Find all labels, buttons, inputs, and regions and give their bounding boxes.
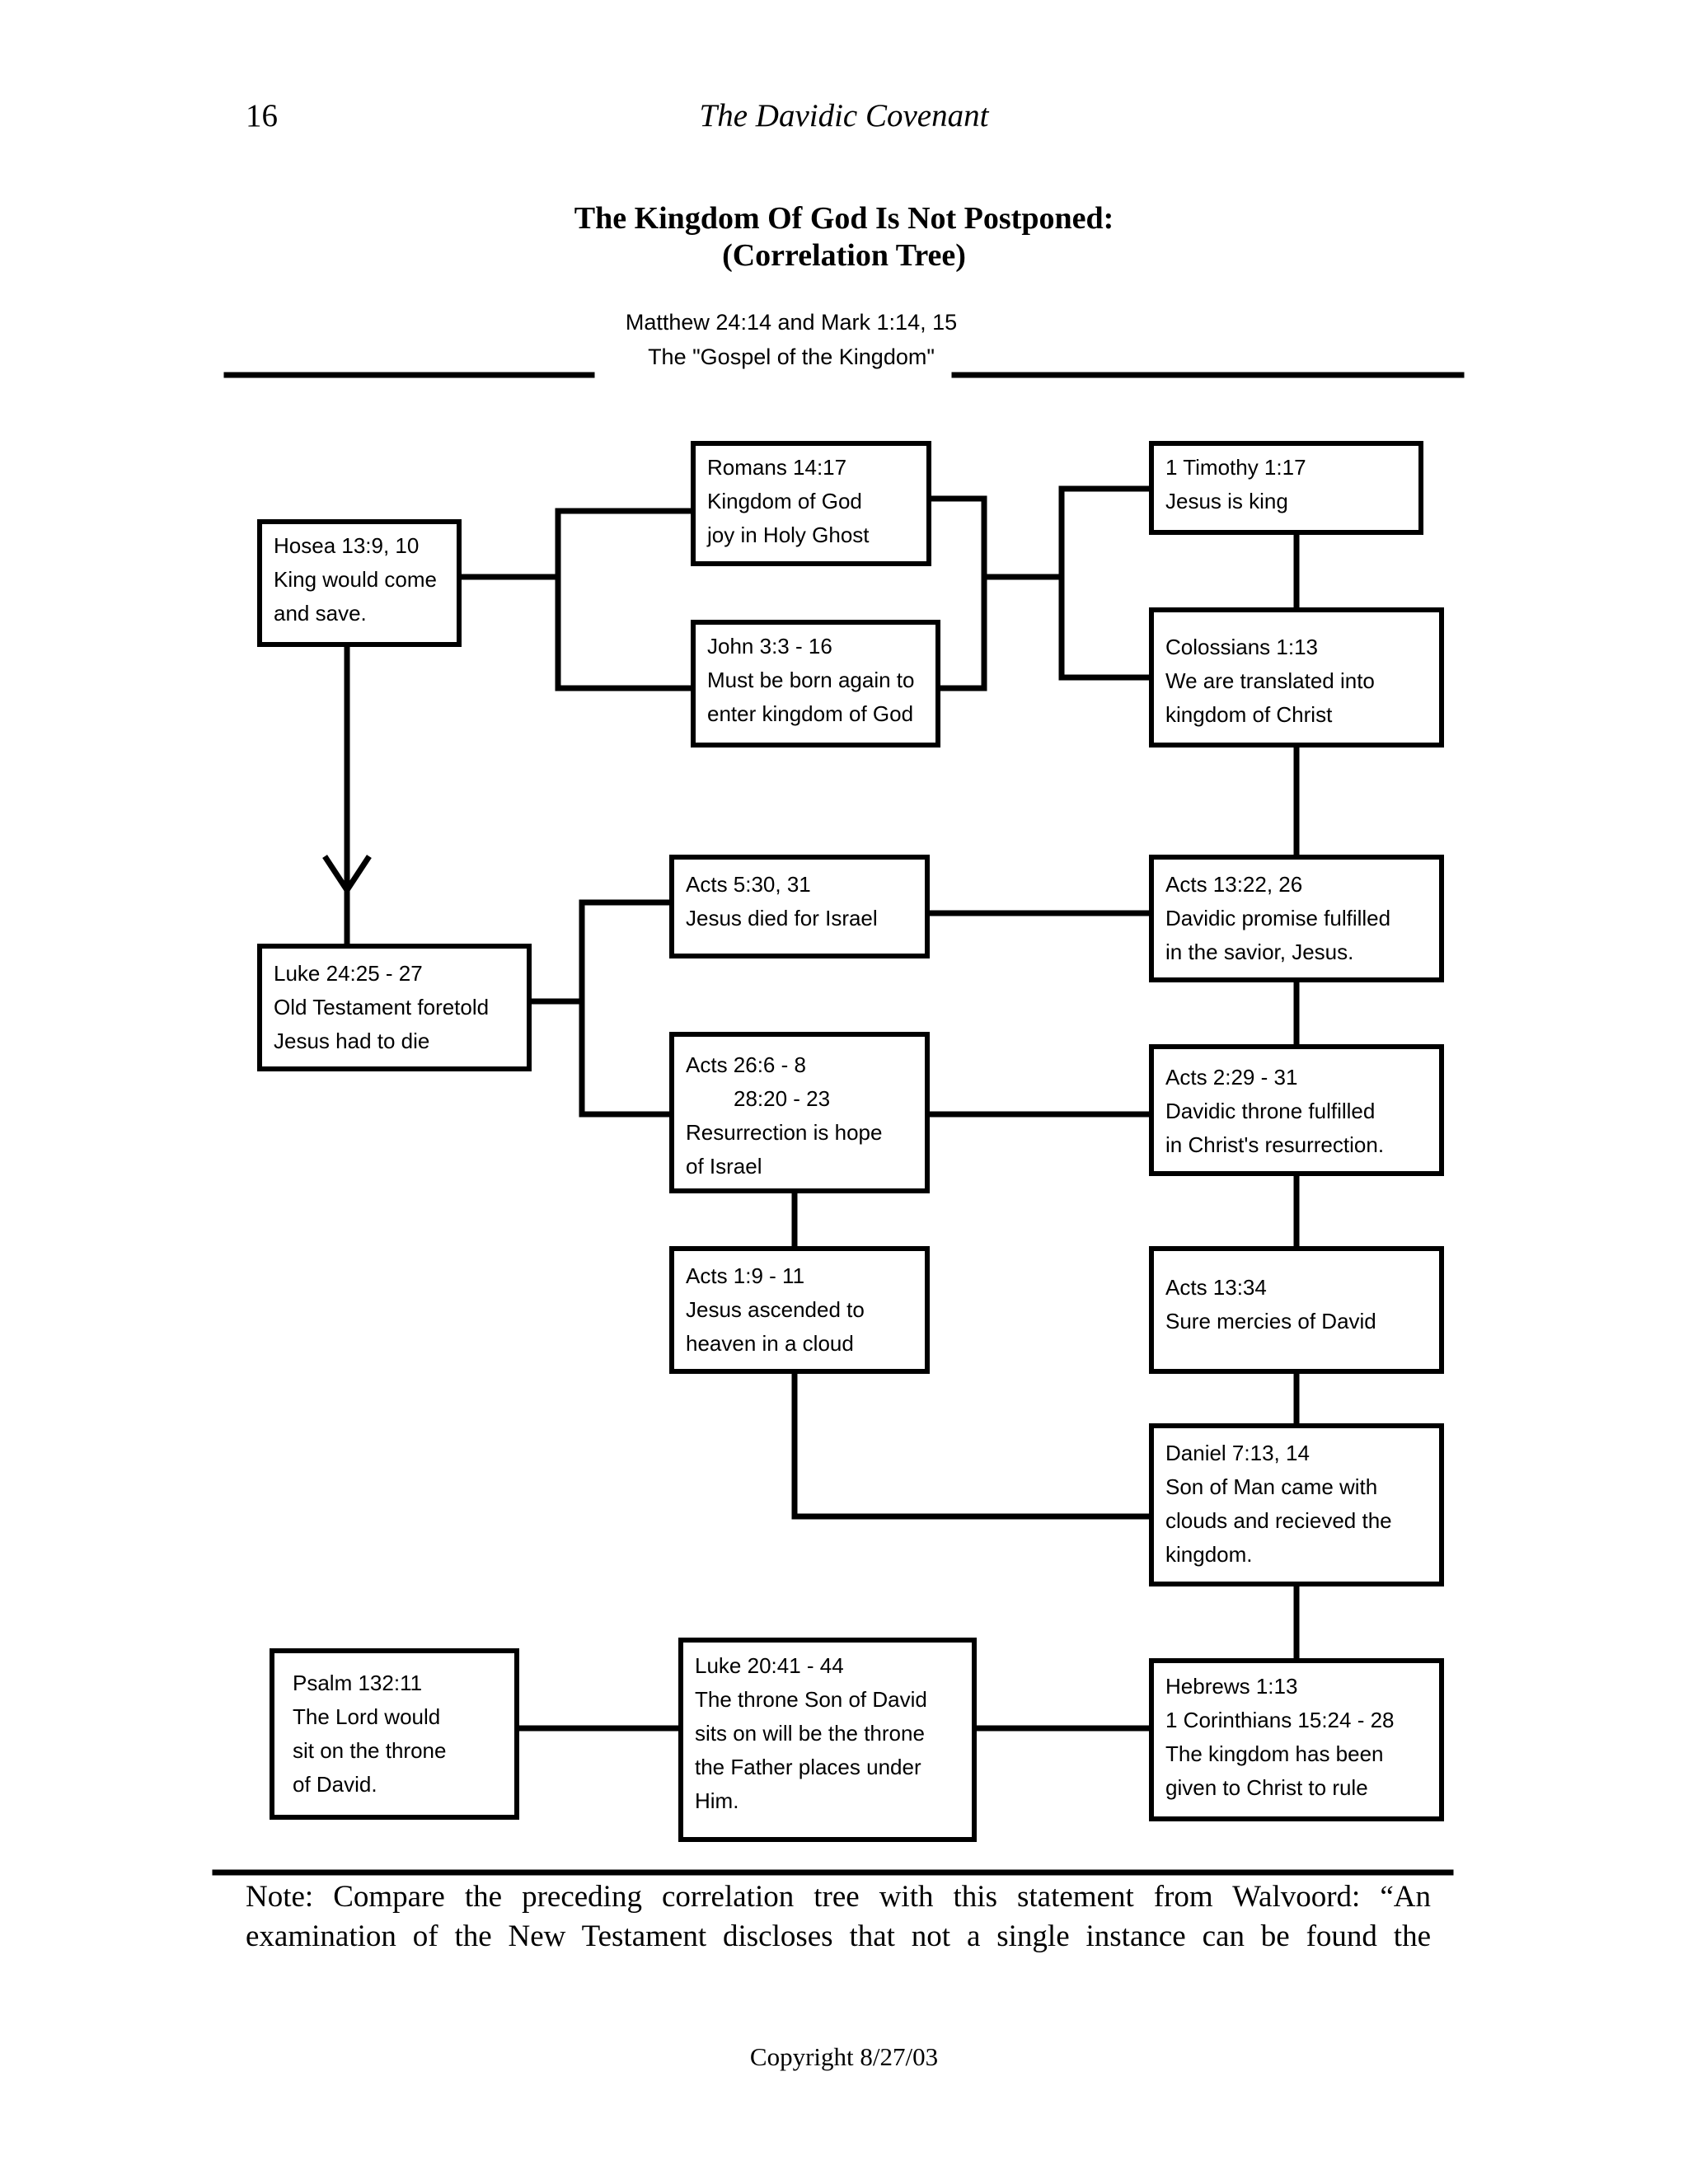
- arrow-head-icon: [322, 855, 372, 896]
- box-hosea-text: King would come: [274, 567, 437, 592]
- box-luke-24-ref: Luke 24:25 - 27: [274, 961, 423, 986]
- box-timothy: 1 Timothy 1:17 Jesus is king: [1149, 441, 1423, 535]
- page-subtitle: (Correlation Tree): [722, 238, 966, 273]
- box-daniel: Daniel 7:13, 14 Son of Man came with clo…: [1149, 1423, 1444, 1586]
- box-romans-text: joy in Holy Ghost: [707, 523, 870, 547]
- page-number: 16: [246, 98, 278, 134]
- box-acts-26-ref: 28:20 - 23: [734, 1086, 831, 1111]
- box-colossians-ref: Colossians 1:13: [1165, 635, 1318, 659]
- bracket-romans-john: [555, 508, 696, 691]
- box-acts-13-34: Acts 13:34 Sure mercies of David: [1149, 1246, 1444, 1374]
- box-acts-5-ref: Acts 5:30, 31: [686, 872, 811, 897]
- box-daniel-text: Son of Man came with: [1165, 1474, 1378, 1499]
- box-john-text: Must be born again to: [707, 668, 915, 692]
- box-psalm-text: of David.: [293, 1772, 377, 1797]
- box-acts-1-text: Jesus ascended to: [686, 1297, 865, 1322]
- box-acts-13-22-text: in the savior, Jesus.: [1165, 940, 1354, 964]
- box-hosea: Hosea 13:9, 10 King would come and save.: [257, 519, 462, 647]
- box-colossians-text: kingdom of Christ: [1165, 702, 1333, 727]
- box-colossians: Colossians 1:13 We are translated into k…: [1149, 607, 1444, 748]
- box-luke-24-text: Jesus had to die: [274, 1029, 430, 1053]
- box-acts-2-text: Davidic throne fulfilled: [1165, 1099, 1376, 1123]
- box-john-text: enter kingdom of God: [707, 701, 914, 726]
- gospel-caption: The "Gospel of the Kingdom": [648, 344, 935, 369]
- box-acts-26-text: Resurrection is hope: [686, 1120, 883, 1145]
- box-romans-ref: Romans 14:17: [707, 455, 847, 480]
- box-acts-13-22-ref: Acts 13:22, 26: [1165, 872, 1303, 897]
- box-daniel-ref: Daniel 7:13, 14: [1165, 1441, 1310, 1465]
- box-luke-20-ref: Luke 20:41 - 44: [695, 1653, 844, 1678]
- box-daniel-text: clouds and recieved the: [1165, 1508, 1392, 1533]
- box-psalm-text: The Lord would: [293, 1704, 441, 1729]
- box-timothy-ref: 1 Timothy 1:17: [1165, 455, 1306, 480]
- box-acts-1: Acts 1:9 - 11 Jesus ascended to heaven i…: [669, 1246, 930, 1374]
- gospel-reference: Matthew 24:14 and Mark 1:14, 15: [625, 310, 958, 335]
- box-acts-2-ref: Acts 2:29 - 31: [1165, 1065, 1298, 1090]
- box-romans-text: Kingdom of God: [707, 489, 862, 513]
- box-daniel-text: kingdom.: [1165, 1542, 1253, 1567]
- note-line: Note: Compare the preceding correlation …: [246, 1880, 1431, 1914]
- box-hebrews-ref: 1 Corinthians 15:24 - 28: [1165, 1708, 1395, 1732]
- box-hebrews: Hebrews 1:13 1 Corinthians 15:24 - 28 Th…: [1149, 1658, 1444, 1821]
- box-romans: Romans 14:17 Kingdom of God joy in Holy …: [691, 441, 931, 566]
- box-luke-20-text: The throne Son of David: [695, 1687, 927, 1712]
- box-hebrews-ref: Hebrews 1:13: [1165, 1674, 1298, 1699]
- box-john: John 3:3 - 16 Must be born again to ente…: [691, 620, 940, 748]
- box-luke-20-text: the Father places under: [695, 1755, 921, 1779]
- bracket-romans-john-right: [924, 495, 987, 691]
- box-acts-26-ref: Acts 26:6 - 8: [686, 1052, 806, 1077]
- bracket-timothy-colossians: [1058, 485, 1154, 681]
- connector-acts1-daniel: [791, 1369, 1154, 1520]
- box-acts-5-text: Jesus died for Israel: [686, 906, 878, 930]
- note-line: examination of the New Testament disclos…: [246, 1919, 1431, 1953]
- box-john-ref: John 3:3 - 16: [707, 634, 832, 658]
- running-title: The Davidic Covenant: [699, 98, 989, 134]
- box-hebrews-text: The kingdom has been: [1165, 1741, 1384, 1766]
- box-luke-24: Luke 24:25 - 27 Old Testament foretold J…: [257, 944, 532, 1071]
- box-psalm-ref: Psalm 132:11: [293, 1671, 423, 1695]
- copyright: Copyright 8/27/03: [749, 2042, 939, 2071]
- box-psalm: Psalm 132:11 The Lord would sit on the t…: [270, 1648, 519, 1820]
- box-acts-2-text: in Christ's resurrection.: [1165, 1132, 1385, 1157]
- box-luke-20-text: sits on will be the throne: [695, 1721, 925, 1746]
- box-timothy-text: Jesus is king: [1165, 489, 1288, 513]
- box-hosea-text: and save.: [274, 601, 367, 626]
- box-luke-20-text: Him.: [695, 1788, 739, 1813]
- box-psalm-text: sit on the throne: [293, 1738, 447, 1763]
- box-acts-26: Acts 26:6 - 8 28:20 - 23 Resurrection is…: [669, 1032, 930, 1193]
- box-acts-2: Acts 2:29 - 31 Davidic throne fulfilled …: [1149, 1044, 1444, 1176]
- box-acts-13-22: Acts 13:22, 26 Davidic promise fulfilled…: [1149, 855, 1444, 982]
- box-luke-20: Luke 20:41 - 44 The throne Son of David …: [678, 1638, 977, 1842]
- box-hosea-ref: Hosea 13:9, 10: [274, 533, 420, 558]
- box-acts-1-text: heaven in a cloud: [686, 1331, 854, 1356]
- box-acts-26-text: of Israel: [686, 1154, 762, 1179]
- box-colossians-text: We are translated into: [1165, 668, 1375, 693]
- box-acts-13-34-text: Sure mercies of David: [1165, 1309, 1376, 1333]
- box-hebrews-text: given to Christ to rule: [1165, 1775, 1368, 1800]
- box-acts-13-22-text: Davidic promise fulfilled: [1165, 906, 1391, 930]
- note-paragraph: Note: Compare the preceding correlation …: [246, 1877, 1431, 1957]
- box-acts-5: Acts 5:30, 31 Jesus died for Israel: [669, 855, 930, 958]
- box-luke-24-text: Old Testament foretold: [274, 995, 490, 1019]
- bracket-acts5-acts26: [579, 899, 675, 1118]
- box-acts-1-ref: Acts 1:9 - 11: [686, 1263, 805, 1288]
- page-title: The Kingdom Of God Is Not Postponed:: [574, 201, 1114, 236]
- box-acts-13-34-ref: Acts 13:34: [1165, 1275, 1267, 1300]
